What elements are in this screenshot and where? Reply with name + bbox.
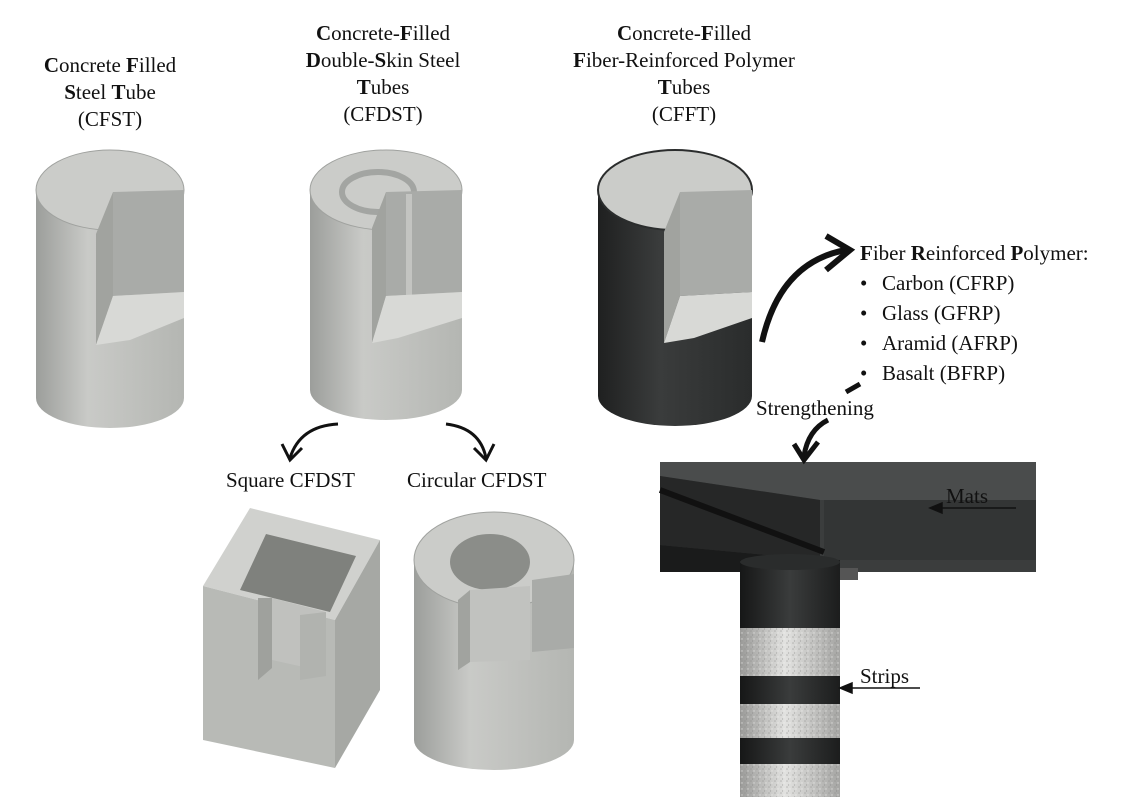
cfdst-title-initial: D <box>305 48 321 72</box>
bullet-icon: • <box>860 271 868 295</box>
frp-heading-initial: P <box>1010 241 1024 265</box>
bullet-icon: • <box>860 361 868 385</box>
frp-heading-text: iber <box>872 241 911 265</box>
cfst-title-text: illed <box>138 53 177 77</box>
cfft-title-initial: F <box>573 48 586 72</box>
cfdst-title-line: Tubes <box>278 74 488 101</box>
cfst-title-text: oncrete <box>58 53 127 77</box>
cfft-title-line: Fiber-Reinforced Polymer <box>548 47 820 74</box>
cfdst-title-line: (CFDST) <box>278 101 488 128</box>
arrow-to-square <box>280 422 339 463</box>
cfft-title-text: (CFFT) <box>651 102 717 126</box>
frp-list-item: • Basalt (BFRP) <box>858 358 1089 388</box>
mats-label: Mats <box>946 484 988 508</box>
frp-list-item-text: Aramid (AFRP) <box>882 331 1018 355</box>
arrow-mats <box>928 501 1016 515</box>
frp-list-item: • Glass (GFRP) <box>858 298 1089 328</box>
circular-cfdst-cylinder <box>413 511 575 770</box>
arrow-to-circular <box>445 422 496 463</box>
frp-list-item-text: Carbon (CFRP) <box>882 271 1015 295</box>
cfft-title-line: Concrete-Filled <box>548 20 820 47</box>
cfdst-title-text: ouble- <box>320 48 375 72</box>
frp-types-list: Fiber Reinforced Polymer: • Carbon (CFRP)… <box>858 238 1089 388</box>
cfst-title-initial: T <box>111 80 126 104</box>
arrow-to-frp <box>759 233 856 343</box>
cfst-cylinder <box>35 149 185 428</box>
frp-heading-text: einforced <box>925 241 1011 265</box>
frp-list-item: • Aramid (AFRP) <box>858 328 1089 358</box>
cfst-title-initial: C <box>43 53 59 77</box>
frp-list-item: • Carbon (CFRP) <box>858 268 1089 298</box>
cfst-title-line: Steel Tube <box>10 79 210 106</box>
arrow-strips <box>838 681 920 695</box>
cfdst-title-initial: F <box>399 21 413 45</box>
cfft-title-text: oncrete- <box>632 21 701 45</box>
cfdst-title-initial: C <box>315 21 332 45</box>
bullet-icon: • <box>860 301 868 325</box>
cfdst-title-initial: S <box>374 48 387 72</box>
frp-strengthened-column <box>658 462 1036 797</box>
cfdst-title-text: illed <box>412 21 451 45</box>
bullet-icon: • <box>860 331 868 355</box>
cfft-title-line: Tubes <box>548 74 820 101</box>
cfft-title-text: ubes <box>671 75 711 99</box>
circular-cfdst-label: Circular CFDST <box>407 468 547 492</box>
cfdst-title-text: ubes <box>370 75 410 99</box>
frp-heading-text: olymer: <box>1023 241 1089 265</box>
cfst-title-text: (CFST) <box>77 107 143 131</box>
cfft-title-initial: C <box>616 21 633 45</box>
cfdst-title-text: (CFDST) <box>343 102 423 126</box>
strips-label: Strips <box>860 664 910 688</box>
cfst-title-text: teel <box>75 80 112 104</box>
cfft-title-text: iber-Reinforced Polymer <box>585 48 795 72</box>
cfft-title-line: (CFFT) <box>548 101 820 128</box>
cfst-title-initial: F <box>126 53 139 77</box>
cfdst-title-line: Concrete-Filled <box>278 20 488 47</box>
cfdst-title-initial: T <box>356 75 371 99</box>
cfst-title-initial: S <box>64 80 76 104</box>
cfft-title-text: illed <box>713 21 752 45</box>
square-cfdst-block <box>203 508 380 768</box>
cfdst-title-text: oncrete- <box>331 21 400 45</box>
frp-heading: Fiber Reinforced Polymer: <box>858 238 1089 268</box>
cfst-title-text: ube <box>125 80 156 104</box>
cfft-cylinder <box>597 149 753 426</box>
frp-list-item-text: Basalt (BFRP) <box>882 361 1006 385</box>
cfft-title-initial: F <box>700 21 714 45</box>
cfft-title-initial: T <box>657 75 672 99</box>
square-cfdst-label: Square CFDST <box>226 468 355 492</box>
cfdst-title-line: Double-Skin Steel <box>278 47 488 74</box>
cfst-title-line: (CFST) <box>10 106 210 133</box>
cfdst-cylinder <box>309 149 463 420</box>
arrow-strengthening <box>791 381 862 465</box>
frp-heading-initial: R <box>910 241 926 265</box>
frp-heading-initial: F <box>860 241 873 265</box>
cfdst-title-text: kin Steel <box>386 48 461 72</box>
strengthening-label: Strengthening <box>756 396 874 420</box>
cfst-title-line: Concrete Filled <box>10 52 210 79</box>
frp-list-item-text: Glass (GFRP) <box>882 301 1001 325</box>
